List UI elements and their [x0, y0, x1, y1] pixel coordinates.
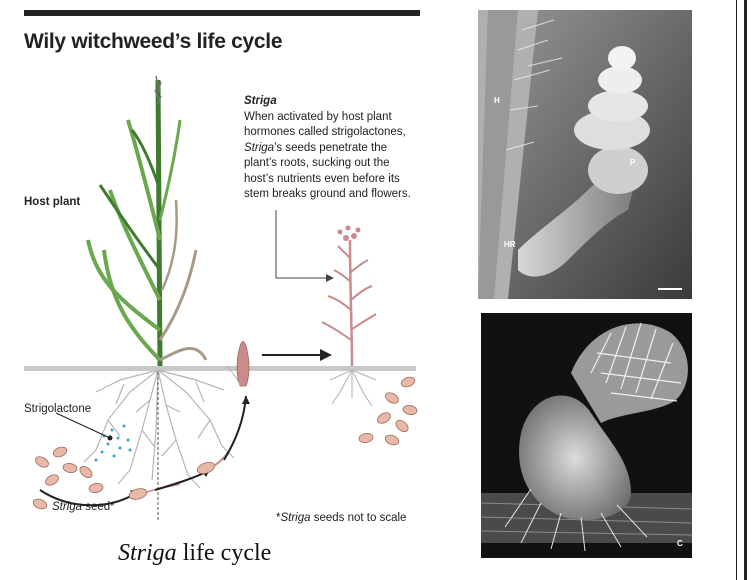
- germination-sequence: [39, 341, 250, 507]
- host-plant-label: Host plant: [24, 196, 81, 208]
- strigolactone-point-dot: [107, 435, 113, 441]
- host-plant: [86, 75, 208, 367]
- micrograph-haustorium: H HR P: [478, 10, 692, 299]
- growth-arrow: [262, 349, 332, 361]
- life-cycle-diagram: [24, 75, 418, 520]
- right-border-thin: [736, 0, 737, 580]
- mature-striga-roots: [329, 369, 377, 407]
- striga-seed-label: Striga seed*: [52, 501, 115, 513]
- figure-caption: Striga life cycle: [118, 540, 272, 566]
- mature-striga-plant: [321, 225, 377, 367]
- callout-arrowhead: [326, 274, 334, 282]
- callout-heading: Striga: [244, 95, 277, 107]
- strigolactone-label: Strigolactone: [24, 403, 92, 415]
- callout-leader: [275, 210, 330, 279]
- ground-line: [24, 366, 416, 371]
- striga-seeds-right: [358, 376, 418, 446]
- micrograph-seed-germination: C: [481, 313, 692, 558]
- diagram-title: Wily witchweed’s life cycle: [24, 30, 283, 53]
- striga-seeds-left: [32, 446, 104, 510]
- striga-callout: Striga When activated by host plant horm…: [244, 94, 434, 203]
- right-border-thick: [744, 0, 747, 580]
- top-rule: [24, 10, 420, 16]
- footnote: *Striga seeds not to scale: [276, 512, 407, 524]
- strigolactone-dots: [94, 424, 132, 462]
- strigolactone-pointer: [55, 412, 111, 439]
